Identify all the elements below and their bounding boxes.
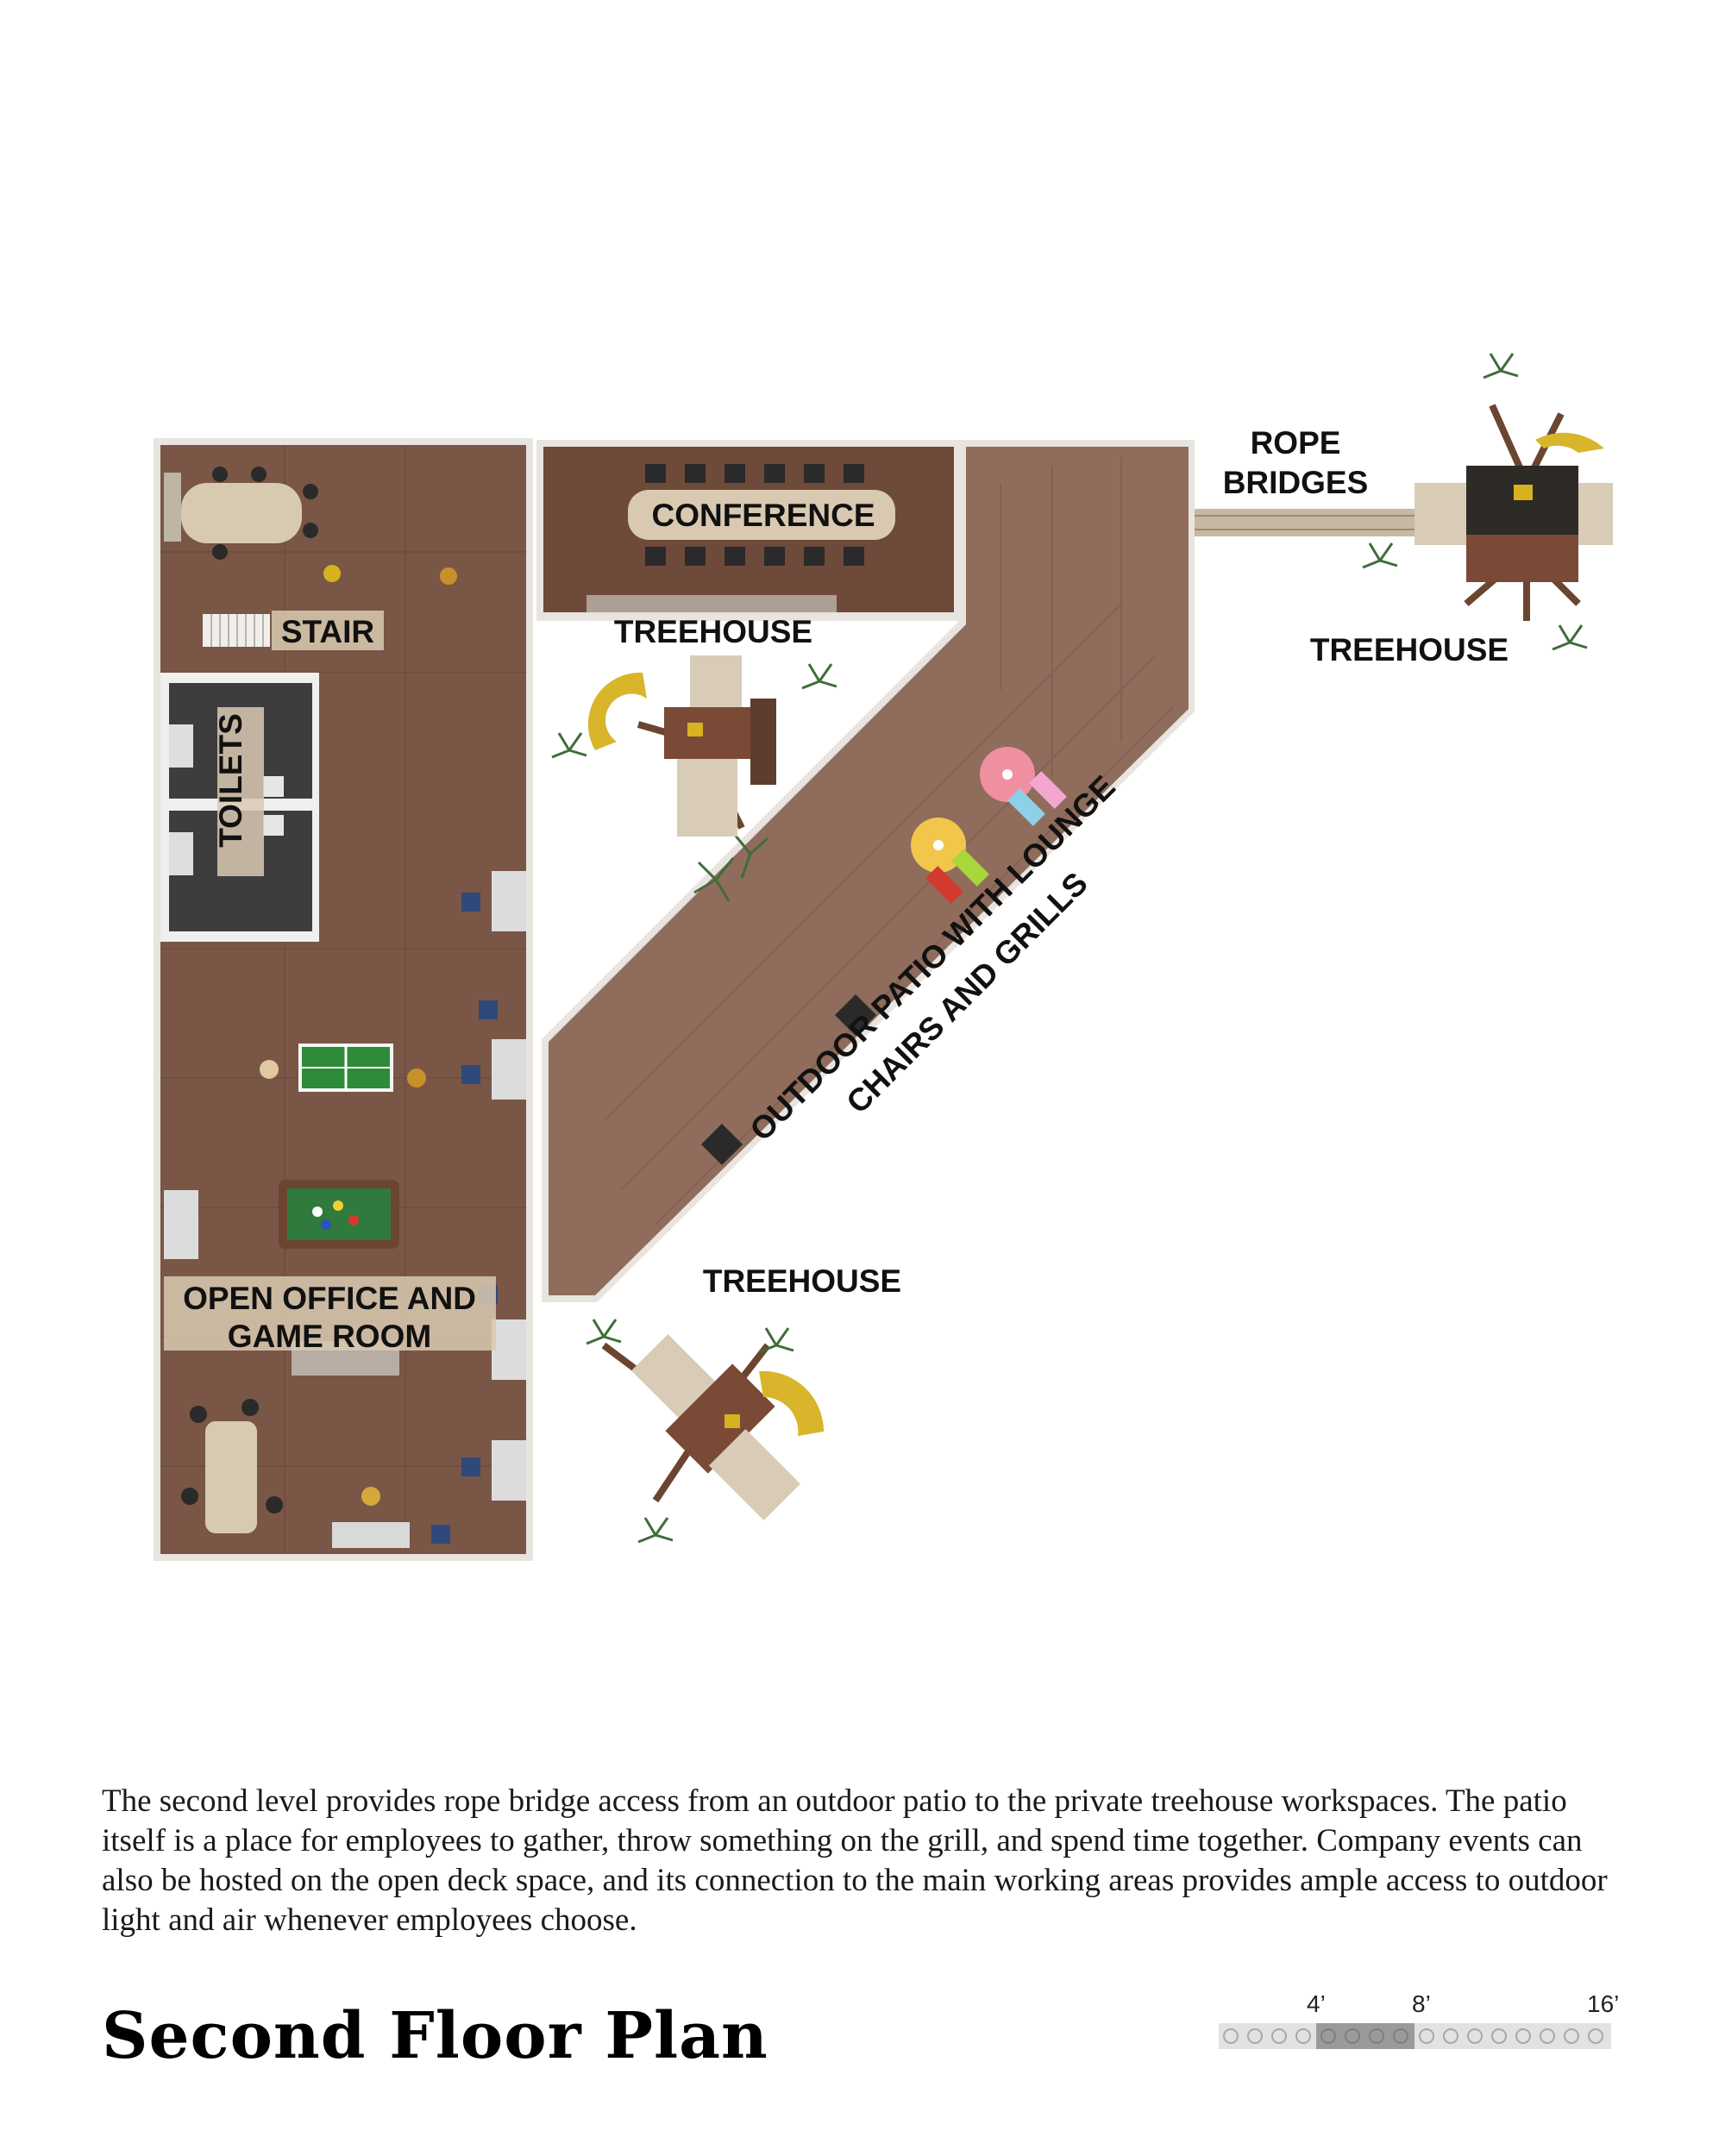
pool-table [279,1180,399,1249]
desk [492,1319,526,1380]
meeting-table-bottom [205,1421,257,1533]
ping-pong-table [298,1044,393,1092]
label-open-office: GAME ROOM [228,1319,431,1354]
stair [203,614,270,647]
desk [492,1039,526,1100]
left-building [154,438,533,1561]
label-stair: STAIR [281,614,374,649]
label-toilets: TOILETS [213,713,248,848]
page-title: Second Floor Plan [102,1999,768,2073]
desk [492,1440,526,1501]
lounge-umbrella [911,818,989,904]
scale-mark-8ft: 8’ [1412,1990,1431,2017]
treehouse-right [1362,353,1613,651]
scale-mark-4ft: 4’ [1307,1990,1326,2017]
scale-bar-graphic [1219,2023,1611,2049]
outdoor-patio-deck [542,440,1195,1302]
treehouse-bottom [586,1319,825,1544]
treehouse-center [551,655,837,837]
label-conference: CONFERENCE [651,498,875,533]
lounge-umbrella [980,747,1067,826]
rope-bridge [1195,509,1414,536]
meeting-table-top [181,483,302,543]
desk [164,1190,198,1259]
label-treehouse-right: TREEHOUSE [1310,632,1509,667]
label-open-office: OPEN OFFICE AND [183,1281,476,1316]
plan-description: The second level provides rope bridge ac… [102,1783,1608,1938]
label-rope-bridges: BRIDGES [1223,465,1369,500]
scale-mark-16ft: 16’ [1587,1990,1620,2017]
label-rope-bridges: ROPE [1251,425,1341,461]
label-treehouse-center: TREEHOUSE [614,614,812,649]
desk [492,871,526,931]
label-treehouse-bottom: TREEHOUSE [703,1263,901,1299]
